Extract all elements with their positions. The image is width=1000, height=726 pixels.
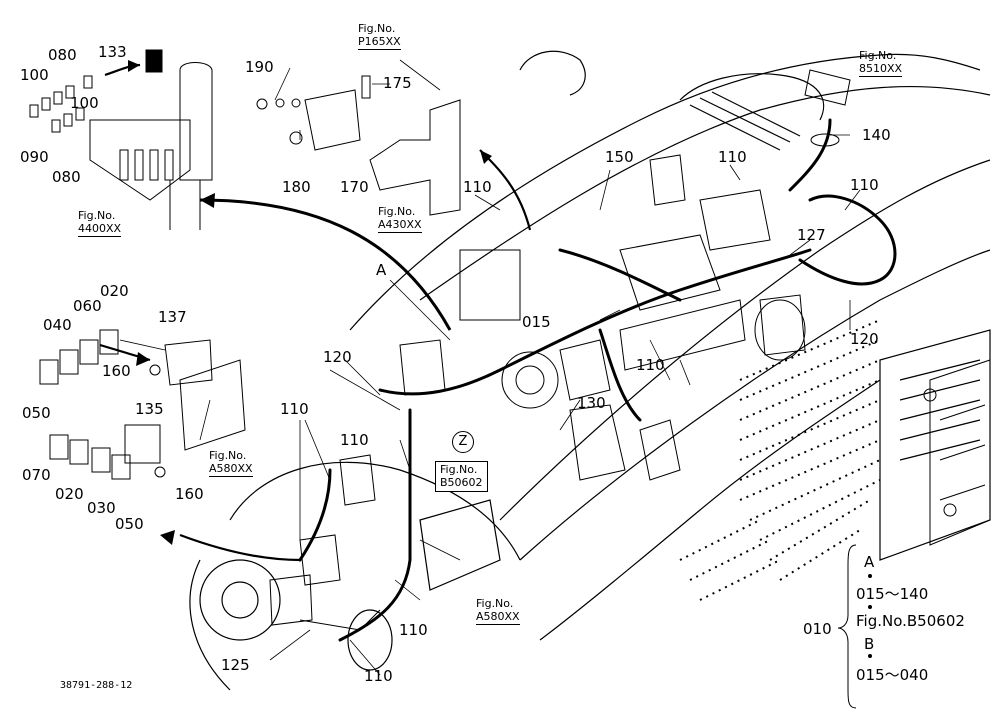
part-label-060: 060 bbox=[73, 297, 102, 315]
fig-ref-label: Fig.No. bbox=[476, 597, 514, 610]
fuse-modules-middle bbox=[39, 329, 246, 480]
part-label-050: 050 bbox=[22, 404, 51, 422]
legend-a-fig: Fig.No.B50602 bbox=[856, 612, 965, 630]
part-label-030: 030 bbox=[87, 499, 116, 517]
fig-ref-a430xx: Fig.No. A430XX bbox=[378, 205, 422, 234]
part-label-110: 110 bbox=[340, 431, 369, 449]
fig-ref-4400xx: Fig.No. 4400XX bbox=[78, 209, 122, 238]
grille-pattern bbox=[679, 319, 881, 601]
hood-outline bbox=[349, 50, 991, 641]
fig-ref-a580xx-bottom: Fig.No. A580XX bbox=[476, 597, 520, 626]
part-label-110: 110 bbox=[636, 356, 665, 374]
part-label-050: 050 bbox=[115, 515, 144, 533]
part-label-090: 090 bbox=[20, 148, 49, 166]
part-label-020: 020 bbox=[100, 282, 129, 300]
legend-a-label: A bbox=[864, 553, 875, 571]
fig-ref-label: Fig.No. bbox=[440, 463, 478, 476]
fig-ref-label: Fig.No. bbox=[859, 49, 897, 62]
fig-ref-8510xx: Fig.No. 8510XX bbox=[859, 49, 903, 78]
part-label-080: 080 bbox=[48, 46, 77, 64]
legend-brace bbox=[837, 544, 872, 709]
drawing-code: 38791-288-12 bbox=[60, 680, 133, 691]
fig-ref-code: A580XX bbox=[209, 462, 253, 478]
part-label-110: 110 bbox=[850, 176, 879, 194]
part-label-110: 110 bbox=[280, 400, 309, 418]
part-label-137: 137 bbox=[158, 308, 187, 326]
legend-b-label: B bbox=[864, 635, 875, 653]
part-label-110: 110 bbox=[463, 178, 492, 196]
part-label-100: 100 bbox=[70, 94, 99, 112]
part-label-130: 130 bbox=[577, 394, 606, 412]
part-label-110: 110 bbox=[718, 148, 747, 166]
part-label-150: 150 bbox=[605, 148, 634, 166]
arrow-heads bbox=[128, 60, 492, 545]
part-label-125: 125 bbox=[221, 656, 250, 674]
part-label-140: 140 bbox=[862, 126, 891, 144]
fig-ref-code: 8510XX bbox=[859, 62, 903, 78]
fig-ref-label: Fig.No. bbox=[209, 449, 247, 462]
part-label-040: 040 bbox=[43, 316, 72, 334]
part-label-120: 120 bbox=[850, 330, 879, 348]
fig-ref-code: A580XX bbox=[476, 610, 520, 626]
part-label-120: 120 bbox=[323, 348, 352, 366]
bracket-p165 bbox=[256, 75, 461, 216]
legend-main-number: 010 bbox=[803, 620, 832, 638]
part-label-080: 080 bbox=[52, 168, 81, 186]
fig-ref-label: Fig.No. bbox=[378, 205, 416, 218]
fig-ref-code: A430XX bbox=[378, 218, 422, 234]
part-label-170: 170 bbox=[340, 178, 369, 196]
part-label-070: 070 bbox=[22, 466, 51, 484]
part-label-135: 135 bbox=[135, 400, 164, 418]
part-label-015: 015 bbox=[522, 313, 551, 331]
part-label-020: 020 bbox=[55, 485, 84, 503]
part-label-A: A bbox=[376, 261, 387, 279]
part-label-175: 175 bbox=[383, 74, 412, 92]
fig-ref-a580xx-left: Fig.No. A580XX bbox=[209, 449, 253, 478]
fig-ref-code: B50602 bbox=[440, 475, 483, 489]
part-label-110: 110 bbox=[399, 621, 428, 639]
fig-ref-label: Fig.No. bbox=[358, 22, 396, 35]
legend-a-range: 015～140 bbox=[856, 585, 929, 603]
part-label-190: 190 bbox=[245, 58, 274, 76]
part-label-110: 110 bbox=[364, 667, 393, 685]
fig-ref-p165xx: Fig.No. P165XX bbox=[358, 22, 401, 51]
part-label-160: 160 bbox=[175, 485, 204, 503]
legend-b-range: 015～040 bbox=[856, 666, 929, 684]
front-fender bbox=[189, 461, 521, 691]
right-structure bbox=[923, 359, 991, 546]
engine-components bbox=[269, 69, 851, 631]
part-label-160: 160 bbox=[102, 362, 131, 380]
z-marker: Z bbox=[452, 431, 474, 453]
part-label-100: 100 bbox=[20, 66, 49, 84]
fig-ref-code: 4400XX bbox=[78, 222, 122, 238]
leader-lines bbox=[119, 49, 861, 676]
part-label-180: 180 bbox=[282, 178, 311, 196]
fig-ref-label: Fig.No. bbox=[78, 209, 116, 222]
fig-ref-code: P165XX bbox=[358, 35, 401, 51]
part-label-133: 133 bbox=[98, 43, 127, 61]
fig-ref-b50602: Fig.No. B50602 bbox=[435, 461, 488, 493]
part-label-127: 127 bbox=[797, 226, 826, 244]
main-harness bbox=[298, 118, 897, 642]
top-fuse-holder bbox=[29, 49, 213, 230]
